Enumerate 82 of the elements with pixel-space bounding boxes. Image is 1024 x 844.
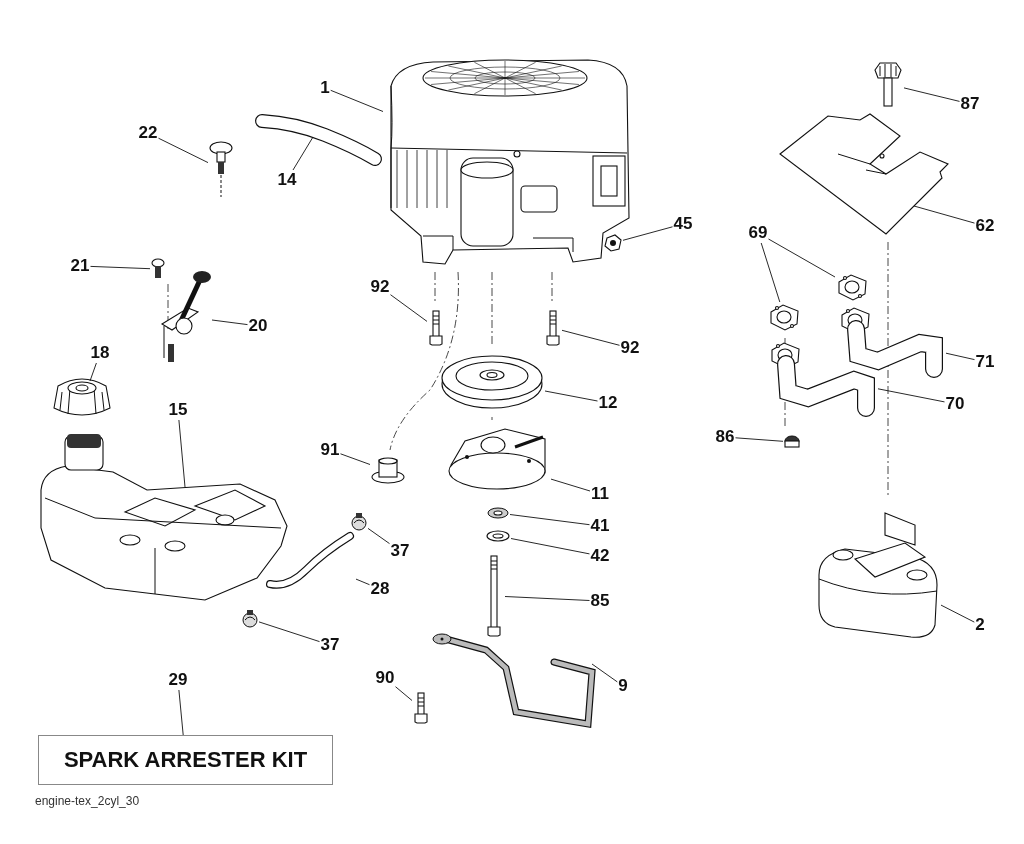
gasket-drawing: [835, 272, 870, 302]
kit-label: SPARK ARRESTER KIT: [63, 747, 308, 773]
leader-line: [510, 538, 590, 555]
callout-number: 41: [590, 517, 610, 535]
leader-line: [735, 437, 784, 442]
callout-number: 15: [168, 401, 188, 419]
exhaust-pipe-drawing: [768, 340, 878, 416]
bolt-drawing: [412, 692, 430, 724]
leader-line: [211, 319, 248, 326]
gasket-drawing: [767, 302, 802, 332]
leader-line: [178, 419, 186, 488]
callout-number: 90: [375, 669, 395, 687]
callout-number: 86: [715, 428, 735, 446]
callout-number: 69: [748, 224, 768, 242]
leader-line: [89, 362, 97, 382]
washer-drawing: [485, 529, 511, 543]
hose-clamp-drawing: [350, 512, 368, 532]
callout-number: 85: [590, 592, 610, 610]
leader-line: [768, 238, 836, 278]
hose-clamp-drawing: [241, 609, 259, 629]
spacer-drawing: [370, 457, 406, 485]
kit-label-box: [38, 735, 333, 785]
callout-number: 28: [370, 580, 390, 598]
leader-line: [258, 621, 320, 643]
leader-line: [903, 87, 960, 102]
callout-number: 29: [168, 671, 188, 689]
nut-drawing: [783, 433, 801, 451]
bolt-drawing: [150, 258, 166, 280]
leader-line: [330, 89, 384, 112]
fuel-line-drawing: [264, 530, 356, 590]
callout-number: 11: [591, 485, 609, 503]
callout-number: 45: [673, 215, 693, 233]
callout-number: 62: [975, 217, 995, 235]
leader-line: [355, 578, 370, 586]
callout-number: 12: [598, 394, 618, 412]
callout-number: 20: [248, 317, 268, 335]
exhaust-pipe-drawing: [838, 305, 946, 377]
callout-number: 18: [90, 344, 110, 362]
leader-line: [940, 604, 975, 623]
hose-drawing: [255, 113, 382, 168]
leader-line: [913, 205, 975, 224]
callout-number: 92: [370, 278, 390, 296]
callout-number: 9: [618, 677, 628, 695]
callout-number: 71: [975, 353, 995, 371]
callout-number: 37: [390, 542, 410, 560]
leader-line: [504, 596, 590, 601]
callout-number: 14: [277, 171, 297, 189]
washer-drawing: [486, 506, 510, 520]
leader-line: [158, 137, 209, 164]
callout-number: 2: [975, 616, 985, 634]
knob-drawing: [208, 140, 234, 198]
leader-line: [90, 265, 151, 270]
leader-line: [292, 136, 314, 171]
leader-line: [561, 329, 620, 346]
leader-line: [945, 352, 975, 361]
leader-line: [877, 388, 945, 403]
callout-number: 92: [620, 339, 640, 357]
leader-line: [395, 686, 413, 701]
leader-line: [390, 294, 428, 322]
drawing-code: engine-tex_2cyl_30: [35, 794, 140, 808]
leader-line: [622, 226, 673, 241]
callout-number: 1: [320, 79, 330, 97]
nut-drawing: [603, 233, 623, 253]
leader-line: [591, 663, 618, 683]
callout-number: 21: [70, 257, 90, 275]
callout-number: 22: [138, 124, 158, 142]
callout-number: 87: [960, 95, 980, 113]
leader-line: [544, 390, 598, 402]
leader-line: [550, 478, 591, 492]
bolt-drawing: [544, 310, 562, 346]
callout-number: 70: [945, 395, 965, 413]
leader-line: [367, 527, 390, 545]
callout-number: 37: [320, 636, 340, 654]
callout-number: 91: [320, 441, 340, 459]
leader-line: [760, 242, 781, 303]
leader-line: [509, 514, 590, 526]
knob-bolt-drawing: [872, 60, 904, 108]
callout-number: 42: [590, 547, 610, 565]
leader-line: [340, 453, 371, 465]
leader-line: [178, 689, 184, 736]
heat-shield-drawing: [778, 112, 950, 236]
bolt-drawing: [427, 310, 445, 346]
